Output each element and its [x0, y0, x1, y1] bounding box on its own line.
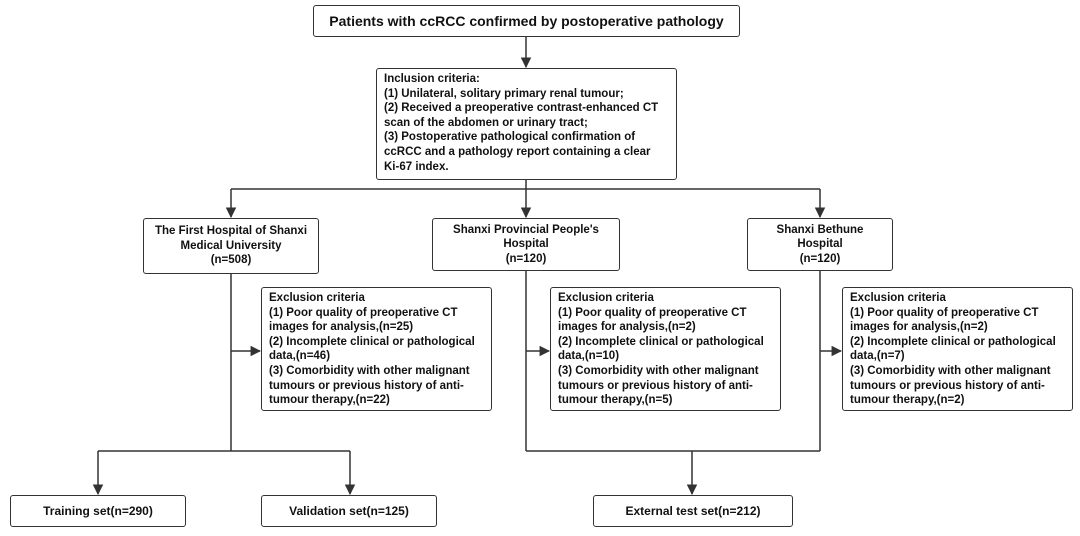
exclusion-line: (1) Poor quality of preoperative CT [850, 306, 1039, 319]
inclusion-line: Inclusion criteria: [384, 73, 480, 85]
hospital-box-bethune: Shanxi Bethune Hospital (n=120) [747, 218, 893, 271]
external-test-set-label: External test set(n=212) [625, 503, 761, 518]
exclusion-line: tumours or previous history of anti- [850, 379, 1045, 392]
inclusion-line: scan of the abdomen or urinary tract; [384, 116, 588, 129]
exclusion-line: Exclusion criteria [269, 292, 365, 304]
external-test-set-box: External test set(n=212) [593, 495, 793, 527]
exclusion-line: (3) Comorbidity with other malignant [269, 364, 470, 377]
inclusion-line: Ki-67 index. [384, 160, 449, 173]
training-set-label: Training set(n=290) [43, 503, 153, 518]
patients-box: Patients with ccRCC confirmed by postope… [313, 5, 740, 37]
hospital-line: Hospital [503, 238, 549, 251]
inclusion-line: (1) Unilateral, solitary primary renal t… [384, 87, 624, 100]
exclusion-line: tumours or previous history of anti- [558, 379, 753, 392]
hospital-count: (n=120) [505, 252, 547, 265]
exclusion-line: (1) Poor quality of preoperative CT [558, 306, 747, 319]
exclusion-line: (3) Comorbidity with other malignant [558, 364, 759, 377]
validation-set-box: Validation set(n=125) [261, 495, 437, 527]
exclusion-line: Exclusion criteria [558, 292, 654, 304]
hospital-line: Medical University [180, 239, 282, 252]
exclusion-line: tumours or previous history of anti- [269, 379, 464, 392]
exclusion-line: (3) Comorbidity with other malignant [850, 364, 1051, 377]
hospital-box-first-hospital: The First Hospital of Shanxi Medical Uni… [143, 218, 319, 274]
hospital-count: (n=120) [799, 252, 841, 265]
inclusion-line: (2) Received a preoperative contrast-enh… [384, 102, 659, 115]
exclusion-line: (2) Incomplete clinical or pathological [850, 335, 1056, 348]
hospital-box-provincial: Shanxi Provincial People's Hospital (n=1… [432, 218, 620, 271]
exclusion-criteria-box-2: Exclusion criteria (1) Poor quality of p… [550, 287, 781, 411]
exclusion-line: (2) Incomplete clinical or pathological [269, 335, 475, 348]
inclusion-criteria-box: Inclusion criteria: (1) Unilateral, soli… [376, 68, 677, 180]
hospital-line: The First Hospital of Shanxi [154, 225, 308, 238]
validation-set-label: Validation set(n=125) [289, 503, 409, 518]
training-set-box: Training set(n=290) [10, 495, 186, 527]
exclusion-line: images for analysis,(n=25) [269, 321, 414, 334]
exclusion-line: data,(n=46) [269, 350, 331, 363]
exclusion-line: Exclusion criteria [850, 292, 946, 304]
exclusion-line: (2) Incomplete clinical or pathological [558, 335, 764, 348]
exclusion-line: images for analysis,(n=2) [850, 321, 988, 334]
exclusion-criteria-box-3: Exclusion criteria (1) Poor quality of p… [842, 287, 1073, 411]
exclusion-line: data,(n=7) [850, 350, 905, 363]
exclusion-line: tumour therapy,(n=2) [850, 394, 965, 407]
hospital-line: Hospital [797, 238, 843, 251]
patients-box-text: Patients with ccRCC confirmed by postope… [329, 12, 724, 29]
exclusion-criteria-box-1: Exclusion criteria (1) Poor quality of p… [261, 287, 492, 411]
hospital-line: Shanxi Provincial People's [453, 223, 599, 236]
exclusion-line: images for analysis,(n=2) [558, 321, 696, 334]
exclusion-line: (1) Poor quality of preoperative CT [269, 306, 458, 319]
exclusion-line: tumour therapy,(n=5) [558, 394, 673, 407]
exclusion-line: tumour therapy,(n=22) [269, 394, 390, 407]
inclusion-line: ccRCC and a pathology report containing … [384, 145, 651, 158]
exclusion-line: data,(n=10) [558, 350, 620, 363]
inclusion-line: (3) Postoperative pathological confirmat… [384, 131, 636, 144]
hospital-line: Shanxi Bethune [776, 223, 864, 236]
hospital-count: (n=508) [210, 254, 252, 267]
